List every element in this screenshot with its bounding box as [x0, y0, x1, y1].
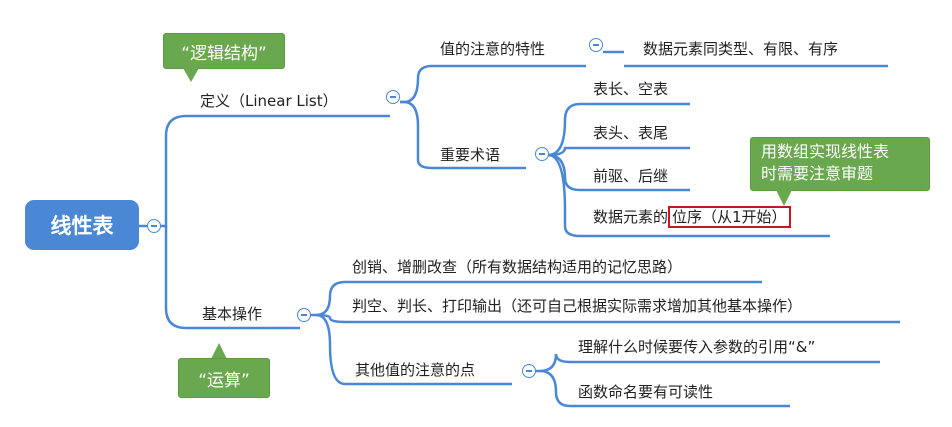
node-terms[interactable]: 重要术语: [440, 146, 501, 164]
collapse-toggle-icon[interactable]: [147, 219, 161, 233]
node-term-position[interactable]: 数据元素的位序（从1开始）: [593, 206, 791, 228]
collapse-toggle-icon[interactable]: [297, 308, 311, 322]
callout-note-line: 用数组实现线性表: [761, 142, 890, 161]
node-term-item[interactable]: 前驱、后继: [593, 167, 669, 185]
node-note-item[interactable]: 理解什么时候要传入参数的引用“&”: [578, 338, 816, 356]
callout-logic: “逻辑结构”: [163, 33, 285, 69]
callout-tail: [776, 190, 792, 206]
node-operations[interactable]: 基本操作: [202, 305, 263, 323]
node-characteristic-detail[interactable]: 数据元素同类型、有限、有序: [643, 40, 839, 58]
callout-tail: [183, 68, 199, 82]
node-characteristic[interactable]: 值的注意的特性: [440, 40, 546, 58]
collapse-toggle-icon[interactable]: [535, 147, 549, 161]
collapse-toggle-icon[interactable]: [522, 364, 536, 378]
node-notes[interactable]: 其他值的注意的点: [355, 361, 476, 379]
collapse-toggle-icon[interactable]: [589, 38, 603, 52]
position-prefix: 数据元素的: [593, 208, 669, 226]
node-term-item[interactable]: 表长、空表: [593, 80, 669, 98]
node-operation-item[interactable]: 创销、增删改查（所有数据结构适用的记忆思路）: [352, 258, 683, 276]
node-note-item[interactable]: 函数命名要有可读性: [578, 383, 714, 401]
callout-logic-text: “逻辑结构”: [181, 43, 267, 64]
node-definition[interactable]: 定义（Linear List）: [200, 92, 338, 110]
node-operation-item[interactable]: 判空、判长、打印输出（还可自己根据实际需求增加其他基本操作）: [352, 297, 803, 315]
highlight-box: 位序（从1开始）: [668, 206, 791, 228]
callout-compute: “运算”: [178, 358, 270, 398]
collapse-toggle-icon[interactable]: [386, 90, 400, 104]
callout-note: 用数组实现线性表 时需要注意审题: [750, 137, 930, 191]
callout-note-line: 时需要注意审题: [761, 164, 874, 183]
node-term-item[interactable]: 表头、表尾: [593, 124, 669, 142]
root-node[interactable]: 线性表: [25, 200, 139, 250]
callout-tail: [211, 343, 227, 359]
callout-compute-text: “运算”: [198, 370, 250, 391]
